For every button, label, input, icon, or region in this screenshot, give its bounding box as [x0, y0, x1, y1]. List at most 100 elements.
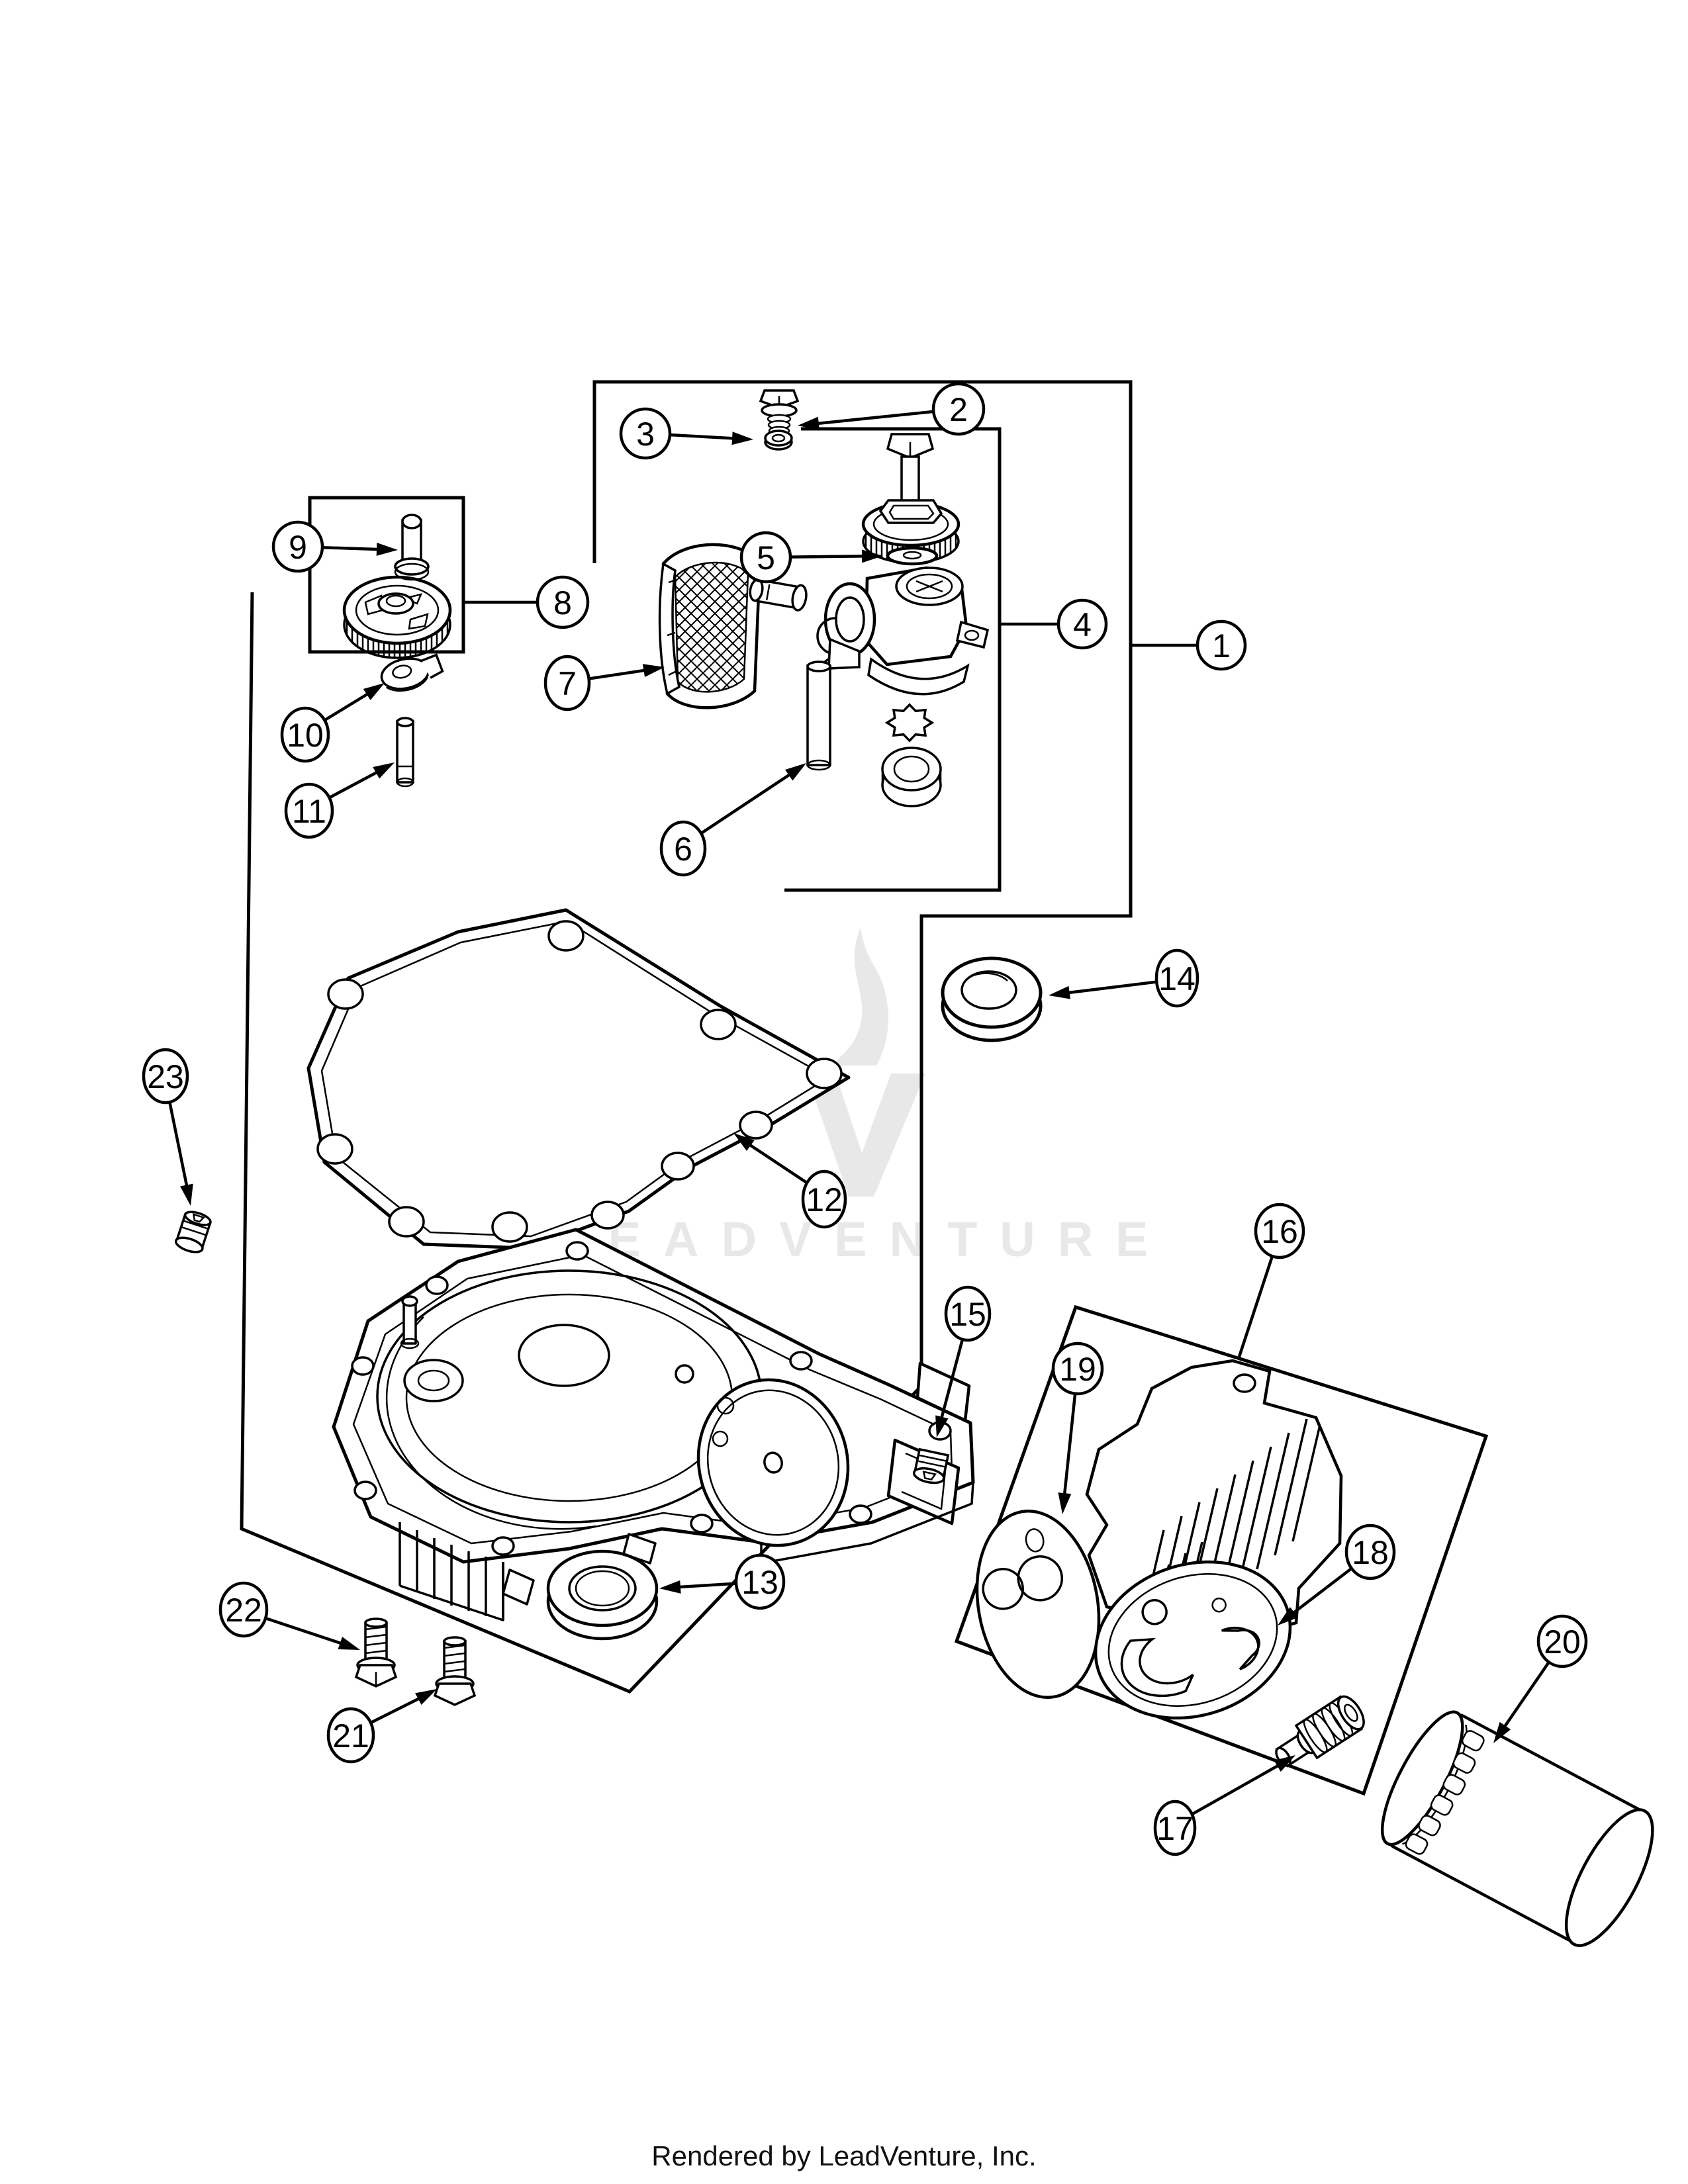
leader-line-13-to-oil-seal — [677, 1582, 737, 1589]
callout-7[interactable]: 7 — [543, 655, 665, 711]
callout-5[interactable]: 5 — [739, 531, 883, 584]
leader-arrowhead-5 — [861, 549, 883, 563]
callout-13[interactable]: 13 — [659, 1553, 786, 1610]
callout-circle-22[interactable] — [218, 1581, 269, 1638]
callout-circle-20[interactable] — [1536, 1614, 1588, 1668]
callout-circle-23[interactable] — [142, 1048, 189, 1105]
callout-circle-3[interactable] — [619, 407, 672, 460]
callout-circle-11[interactable] — [284, 782, 334, 839]
callout-circle-16[interactable] — [1254, 1203, 1305, 1259]
callout-circle-14[interactable] — [1154, 948, 1199, 1008]
callout-circle-6[interactable] — [659, 820, 707, 877]
callout-number-14: 14 — [1158, 960, 1196, 997]
callout-circle-9[interactable] — [271, 520, 324, 573]
callout-3[interactable]: 3 — [619, 407, 753, 460]
callout-circle-7[interactable] — [543, 655, 591, 711]
callout-circle-4[interactable] — [1056, 598, 1108, 650]
callout-8[interactable]: 8 — [463, 575, 590, 629]
callout-number-23: 23 — [147, 1058, 184, 1095]
leader-line-3-to-flange-nut — [669, 433, 735, 440]
leader-arrowhead-3 — [731, 432, 753, 445]
callout-number-19: 19 — [1059, 1351, 1096, 1388]
part-pipe-plug-drawing — [912, 1447, 950, 1484]
callout-22[interactable]: 22 — [218, 1581, 360, 1650]
leader-arrowhead-15 — [935, 1415, 949, 1437]
group-1-outline — [240, 380, 1133, 1694]
part-oil-pan-gasket-drawing — [306, 908, 851, 1250]
callout-number-5: 5 — [757, 539, 775, 576]
leader-arrowhead-13 — [659, 1580, 681, 1594]
leader-arrowhead-19 — [1058, 1492, 1072, 1514]
callout-number-3: 3 — [636, 416, 655, 453]
callout-16[interactable]: 16 — [1237, 1203, 1305, 1357]
part-oil-pump-assembly-drawing — [749, 433, 990, 807]
leader-arrowhead-12 — [733, 1133, 755, 1151]
callout-number-7: 7 — [558, 665, 577, 702]
callout-number-20: 20 — [1544, 1623, 1581, 1661]
callout-19[interactable]: 19 — [1051, 1342, 1104, 1514]
callout-6[interactable]: 6 — [659, 763, 806, 877]
callout-12[interactable]: 12 — [733, 1133, 847, 1229]
callout-circle-18[interactable] — [1344, 1524, 1396, 1580]
watermark: LEADVENTURE — [555, 928, 1149, 1267]
part-cooler-gasket-plate-drawing — [975, 1510, 1101, 1699]
leader-line-14-to-sealing-washer — [1066, 980, 1158, 995]
callout-18[interactable]: 18 — [1278, 1524, 1396, 1625]
callout-1[interactable]: 1 — [1131, 619, 1247, 671]
part-flange-screw-2-drawing — [759, 389, 800, 436]
part-gear-shaft-pin-drawing — [394, 514, 430, 581]
part-sealing-washer-drawing — [941, 956, 1043, 1042]
callout-circle-19[interactable] — [1051, 1342, 1104, 1396]
callout-circle-17[interactable] — [1153, 1799, 1197, 1856]
callout-number-17: 17 — [1156, 1810, 1194, 1847]
callout-20[interactable]: 20 — [1493, 1614, 1588, 1743]
callout-number-4: 4 — [1073, 606, 1092, 643]
callout-2[interactable]: 2 — [798, 382, 986, 436]
leader-line-2-to-flange-screw — [816, 410, 935, 426]
callout-circle-8[interactable] — [536, 575, 590, 629]
callout-circle-2[interactable] — [931, 382, 986, 436]
callout-circle-13[interactable] — [734, 1553, 786, 1610]
leader-line-12-to-pan-gasket — [747, 1142, 809, 1185]
part-oil-seal-drawing — [546, 1549, 659, 1641]
callout-circle-15[interactable] — [944, 1285, 992, 1342]
callout-10[interactable]: 10 — [280, 683, 385, 763]
callout-number-16: 16 — [1261, 1213, 1298, 1250]
leader-line-11-to-dowel-pin — [328, 770, 379, 799]
callout-23[interactable]: 23 — [142, 1048, 193, 1206]
callout-9[interactable]: 9 — [271, 520, 398, 573]
leader-arrowhead-22 — [338, 1637, 360, 1650]
leader-arrowhead-23 — [180, 1183, 193, 1206]
leader-line-9-to-gear-shaft-pin — [321, 545, 380, 551]
leader-line-16-to-oil-cooler-group — [1237, 1255, 1274, 1357]
leader-arrowhead-7 — [642, 664, 665, 678]
leader-arrowhead-14 — [1049, 985, 1071, 999]
callout-number-18: 18 — [1352, 1534, 1389, 1571]
leader-arrowhead-17 — [1274, 1755, 1295, 1772]
callout-number-11: 11 — [292, 793, 326, 830]
leader-line-10-to-regulator-cam — [323, 692, 370, 722]
callout-circle-5[interactable] — [739, 531, 792, 584]
callout-14[interactable]: 14 — [1049, 948, 1199, 1008]
callout-circle-12[interactable] — [801, 1169, 847, 1229]
callout-11[interactable]: 11 — [284, 762, 395, 839]
leadventure-flame-logo — [831, 928, 888, 1066]
callout-21[interactable]: 21 — [326, 1689, 437, 1764]
callout-circle-21[interactable] — [326, 1707, 375, 1764]
callout-4[interactable]: 4 — [1001, 598, 1108, 650]
leader-line-20-to-oil-filter — [1502, 1661, 1551, 1729]
leader-line-17-to-cooler-fitting — [1190, 1763, 1281, 1816]
part-dowel-pin-drawing — [396, 717, 414, 788]
callout-number-10: 10 — [287, 717, 324, 754]
callout-17[interactable]: 17 — [1153, 1755, 1295, 1856]
callout-15[interactable]: 15 — [935, 1285, 992, 1437]
part-oil-pan-drawing — [332, 1228, 975, 1621]
callout-circle-1[interactable] — [1196, 619, 1247, 671]
callout-number-12: 12 — [806, 1181, 843, 1218]
group-4-box — [784, 427, 1002, 892]
callout-circle-10[interactable] — [280, 706, 330, 763]
leader-line-21-to-hex-flange-screw — [369, 1696, 422, 1725]
callout-number-2: 2 — [949, 391, 968, 428]
